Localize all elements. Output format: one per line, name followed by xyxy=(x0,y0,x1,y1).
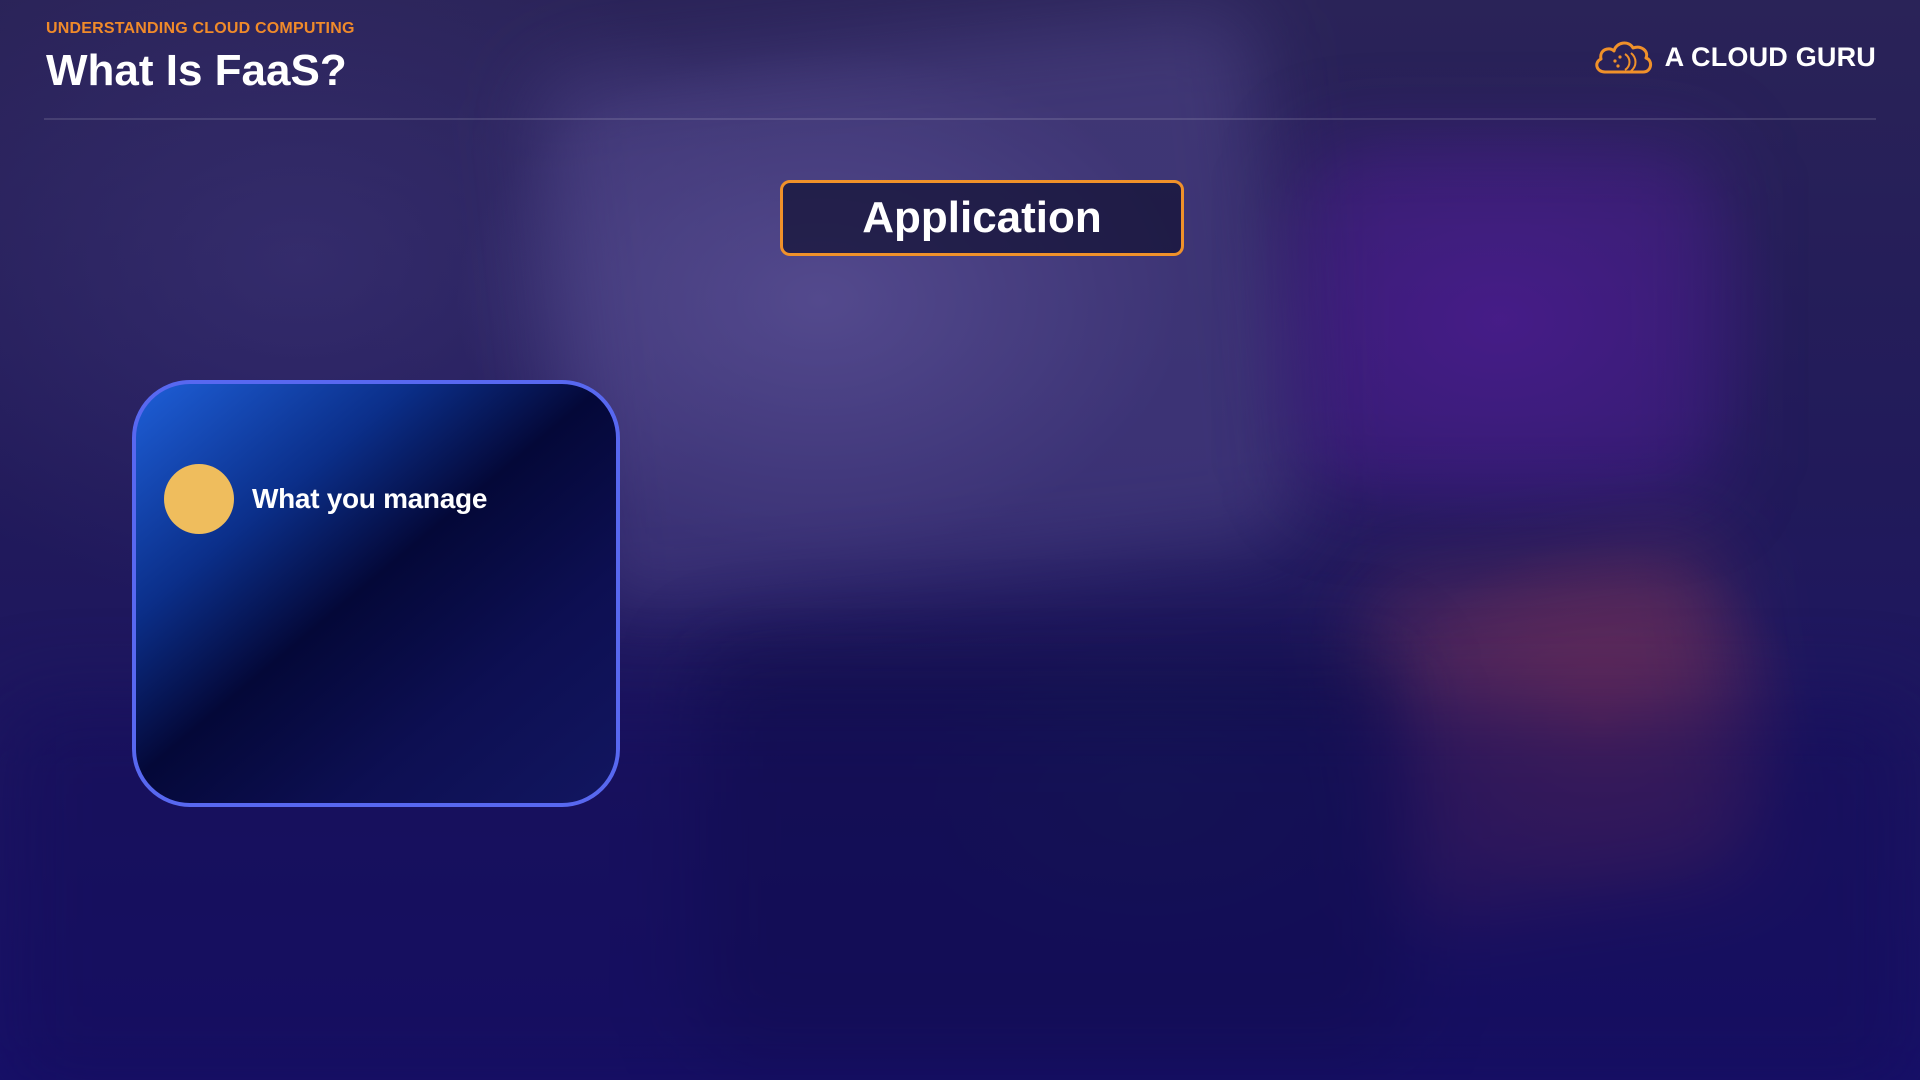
brand-logo: A CLOUD GURU xyxy=(1591,36,1876,78)
page-title: What Is FaaS? xyxy=(46,46,347,95)
background-blur-shape xyxy=(533,3,1307,617)
legend-item: What you manage xyxy=(164,464,487,534)
slide-header: UNDERSTANDING CLOUD COMPUTING What Is Fa… xyxy=(46,19,355,97)
section-subtitle: UNDERSTANDING CLOUD COMPUTING xyxy=(46,20,355,37)
legend-dot xyxy=(164,464,234,534)
legend-label: What you manage xyxy=(252,483,488,514)
background-blur-shape xyxy=(1300,140,1720,500)
header-divider xyxy=(44,118,1876,120)
brand-name: A CLOUD GURU xyxy=(1664,41,1876,72)
application-box: Application xyxy=(780,180,1184,256)
what-you-manage-card: What you manage xyxy=(132,380,620,807)
cloud-icon xyxy=(1594,41,1652,74)
application-label: Application xyxy=(862,193,1102,242)
